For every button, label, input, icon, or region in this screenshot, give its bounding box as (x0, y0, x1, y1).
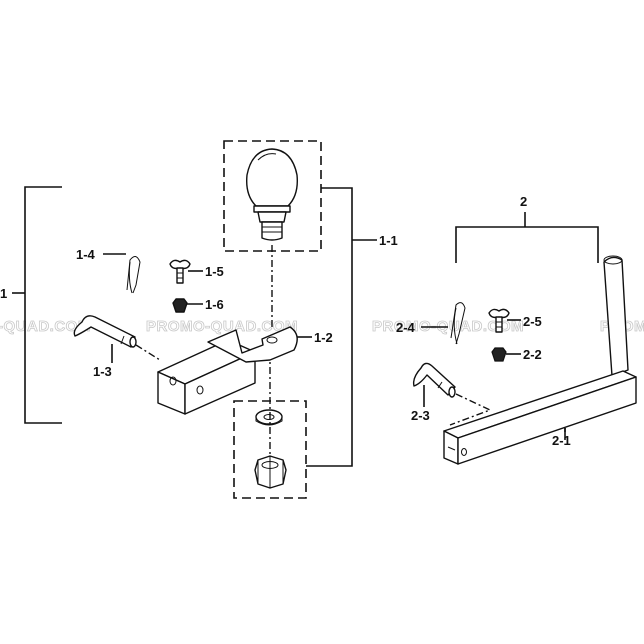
hitch-pin (73, 315, 137, 348)
callout-2-3: 2-3 (411, 408, 430, 423)
bracket-1-1 (306, 187, 353, 467)
callout-2: 2 (520, 194, 527, 209)
pin-axis (135, 344, 161, 361)
callout-2-5: 2-5 (523, 314, 542, 329)
watermark-center-left: PROMO-QUAD.COM (146, 318, 298, 335)
callout-1-1: 1-1 (379, 233, 398, 248)
callout-1-6: 1-6 (205, 297, 224, 312)
spreader-frame (443, 255, 637, 465)
lock-washer (255, 409, 283, 426)
callout-1-3: 1-3 (93, 364, 112, 379)
callout-2-2: 2-2 (523, 347, 542, 362)
bracket-2 (455, 226, 599, 263)
r-clip-pin (126, 256, 141, 294)
bar-wing-bolt (488, 308, 510, 333)
callout-1-2: 1-2 (314, 330, 333, 345)
bar-hitch-pin (412, 362, 456, 398)
group-2-spreader-bar: 2 2-1 2-3 2-4 (396, 194, 637, 465)
callout-1-4: 1-4 (76, 247, 96, 262)
ball-mount-bar (157, 326, 298, 415)
bar-small-nut (491, 347, 507, 362)
callout-1: 1 (0, 286, 7, 301)
bar-pin-axis (449, 393, 492, 426)
callout-1-5: 1-5 (205, 264, 224, 279)
small-nut (172, 298, 188, 313)
bracket-1 (24, 186, 62, 424)
callout-2-1: 2-1 (552, 433, 571, 448)
bar-r-clip (450, 302, 466, 345)
watermark-fragment-left: -QUAD.COM (0, 318, 91, 335)
group-1-hitch-assembly: 1 1-1 (0, 140, 398, 499)
wing-bolt (169, 259, 191, 284)
hitch-nut (254, 455, 287, 489)
hitch-ball (246, 148, 298, 241)
callout-2-4: 2-4 (396, 320, 416, 335)
